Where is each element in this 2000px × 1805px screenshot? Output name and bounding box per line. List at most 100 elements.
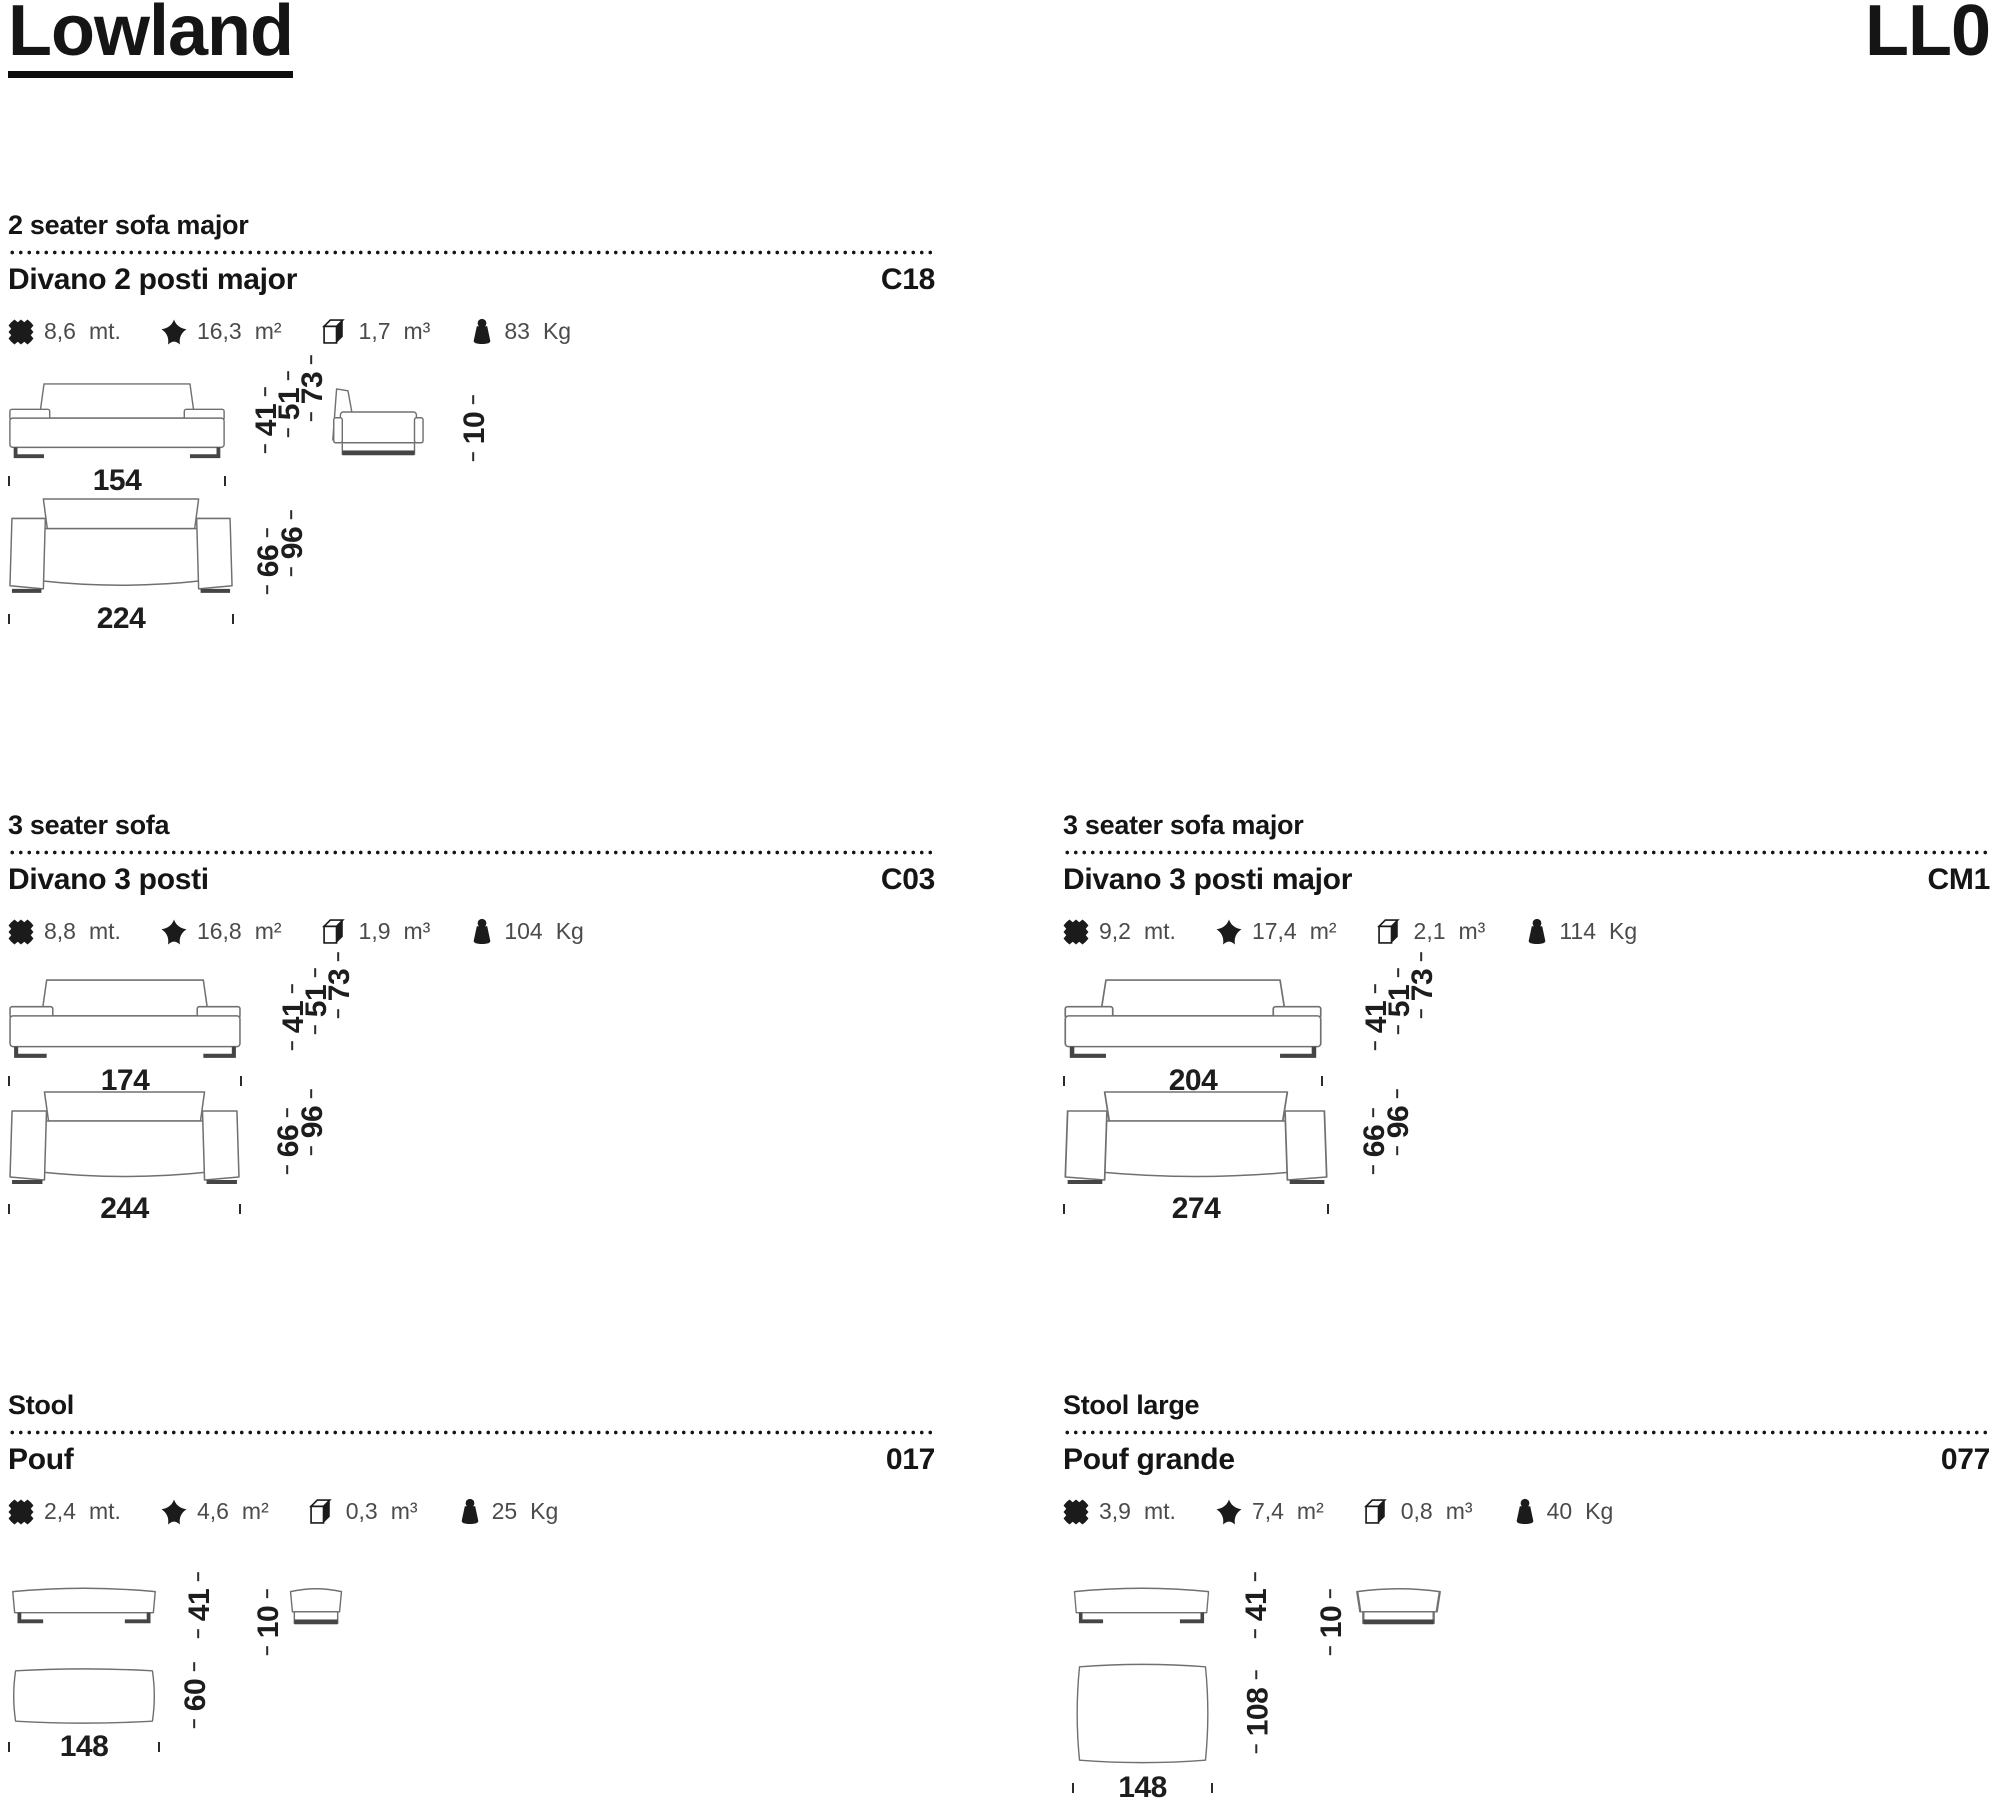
product-name-row: Pouf 017 (8, 1443, 935, 1477)
product-name-row: Divano 3 posti major CM1 (1063, 863, 1990, 897)
leather-hide-icon (1216, 919, 1242, 945)
product-name-it: Divano 2 posti major (8, 263, 298, 297)
technical-drawings: 174 41 51 73 244 66 96 (8, 969, 935, 1268)
spec-unit: m³ (390, 1498, 418, 1525)
spec-unit: Kg (555, 918, 584, 945)
spec-value: 40 (1546, 1498, 1573, 1525)
fabric-swatch-icon (1063, 1499, 1089, 1525)
front-width-dimension: 204 (1063, 1066, 1323, 1096)
dimension-tick (1211, 1783, 1213, 1793)
spec-unit: m² (241, 1498, 269, 1525)
product-name-row: Divano 3 posti C03 (8, 863, 935, 897)
leather-hide-icon (1216, 1499, 1242, 1525)
spec-volume: 2,1 m³ (1376, 918, 1486, 945)
product-name-it: Pouf (8, 1443, 74, 1477)
leather-hide-icon (161, 919, 187, 945)
dimension-tick (1072, 1783, 1074, 1793)
dimension-tick (8, 1742, 10, 1752)
dotted-divider (1063, 850, 1990, 856)
spec-unit: m² (1296, 1498, 1324, 1525)
top-view-drawing (12, 1668, 156, 1724)
spec-value: 1,7 (358, 318, 391, 345)
spec-fabric-meters: 8,8 mt. (8, 918, 121, 945)
spec-unit: mt. (88, 1498, 121, 1525)
spec-value: 8,6 (44, 318, 76, 345)
spec-unit: m³ (1445, 1498, 1473, 1525)
product-code: 077 (1940, 1443, 1990, 1477)
product-name-it: Pouf grande (1063, 1443, 1235, 1477)
spec-unit: Kg (530, 1498, 559, 1525)
product-type-en: 3 seater sofa major (1063, 810, 1304, 840)
dotted-divider (8, 1430, 935, 1436)
height-dimension: 73 (1406, 944, 1439, 1026)
weight-icon (474, 318, 491, 345)
fabric-swatch-icon (1063, 919, 1089, 945)
depth-dimension: 96 (296, 1081, 329, 1163)
spec-value: 9,2 (1099, 918, 1131, 945)
dimension-tick (8, 1204, 10, 1214)
product-code: CM1 (1927, 863, 1991, 897)
front-view-drawing (9, 383, 225, 459)
depth-dimension: 96 (1382, 1081, 1415, 1163)
top-depth-dimension: 108 (1241, 1663, 1274, 1762)
spec-unit: m³ (1458, 918, 1486, 945)
dimension-value: 174 (100, 1064, 150, 1097)
spec-value: 25 (491, 1498, 518, 1525)
spec-value: 17,4 (1251, 918, 1297, 945)
spec-unit: Kg (1585, 1498, 1614, 1525)
dimension-tick (1321, 1076, 1323, 1086)
dimension-tick (158, 1742, 160, 1752)
dimension-value: 204 (1168, 1064, 1218, 1097)
product-section-c18: 2 seater sofa major Divano 2 posti major… (8, 210, 935, 662)
product-type-en: Stool large (1063, 1390, 1200, 1420)
volume-cube-icon (308, 1499, 332, 1524)
top-view-drawing (9, 1091, 240, 1184)
dimension-tick (8, 1076, 10, 1086)
spec-unit: mt. (88, 918, 121, 945)
spec-unit: Kg (542, 318, 572, 345)
dimension-value: 148 (59, 1730, 109, 1763)
product-name-row: Pouf grande 077 (1063, 1443, 1990, 1477)
spec-value: 2,1 (1413, 918, 1446, 945)
leather-hide-icon (161, 1499, 187, 1525)
spec-value: 8,8 (44, 918, 76, 945)
dotted-divider (1063, 1430, 1990, 1436)
product-name-row: Divano 2 posti major C18 (8, 263, 935, 297)
spec-value: 16,8 (196, 918, 242, 945)
front-height-dimension: 41 (1240, 1564, 1273, 1646)
side-view-drawing (1356, 1588, 1441, 1625)
front-view-drawing (12, 1587, 156, 1624)
spec-value: 1,9 (358, 918, 391, 945)
weight-icon (1516, 1498, 1533, 1525)
spec-value: 3,9 (1099, 1498, 1131, 1525)
technical-drawings: 204 41 51 73 274 66 96 (1063, 969, 1990, 1268)
spec-weight: 104 Kg (470, 918, 584, 945)
top-width-dimension: 148 (8, 1732, 160, 1762)
spec-unit: m³ (403, 318, 431, 345)
top-view-drawing (9, 498, 233, 593)
top-width-dimension: 274 (1063, 1194, 1329, 1224)
spec-value: 0,3 (345, 1498, 378, 1525)
height-dimension: 73 (323, 944, 356, 1026)
dotted-divider (8, 250, 935, 256)
weight-icon (1529, 918, 1546, 945)
dimension-tick (1327, 1204, 1329, 1214)
weight-icon (474, 918, 491, 945)
spec-volume: 0,3 m³ (308, 1498, 418, 1525)
front-view-drawing (1064, 979, 1322, 1058)
spec-value: 104 (504, 918, 543, 945)
product-type-en: 2 seater sofa major (8, 210, 249, 240)
technical-drawings: 154 41 51 73 10 224 66 96 (8, 372, 935, 660)
front-view-drawing (9, 979, 241, 1058)
spec-value: 83 (504, 318, 530, 345)
